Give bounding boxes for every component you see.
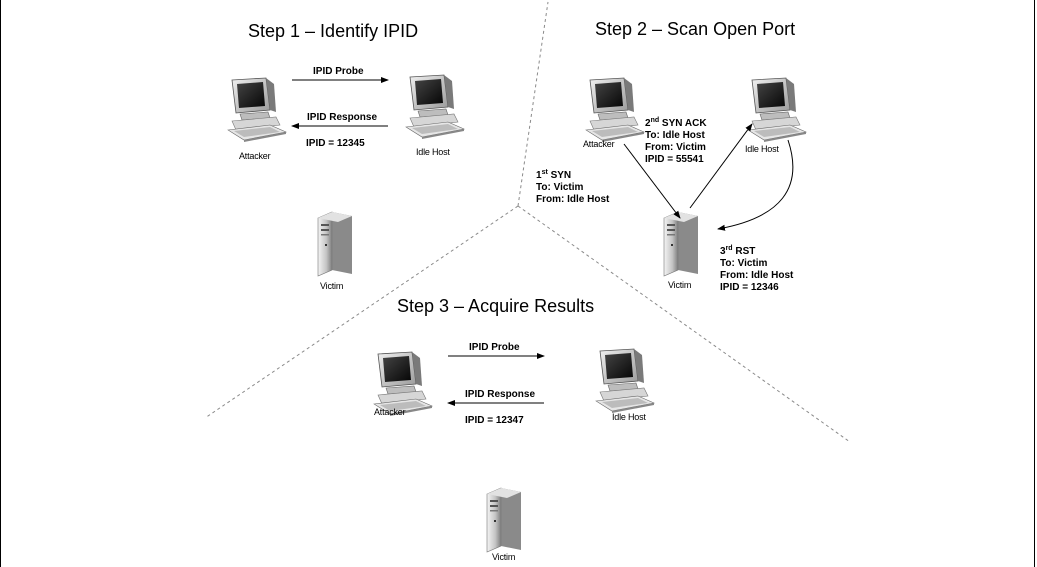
step2-attacker-label: Attacker: [583, 139, 615, 149]
attacker-workstation-icon: [585, 77, 645, 143]
step1-probe-label: IPID Probe: [313, 66, 364, 77]
rst-curved-arrow-icon: [717, 139, 794, 231]
divider-top: [517, 1, 549, 207]
syn-packet-label: 1st SYN To: Victim From: Idle Host: [536, 169, 610, 205]
step3-probe-label: IPID Probe: [469, 342, 520, 353]
idle-host-workstation-icon: [747, 77, 807, 143]
victim-server-icon: [486, 487, 522, 553]
rst-packet-label: 3rd RST To: Victim From: Idle Host IPID …: [720, 245, 794, 293]
step3-idle-host-label: Idle Host: [612, 412, 646, 422]
step3-victim-label: Victim: [492, 552, 516, 562]
idle-host-workstation-icon: [595, 348, 655, 414]
step2-idle-host-label: Idle Host: [745, 144, 779, 154]
synack-packet-label: 2nd SYN ACK To: Idle Host From: Victim I…: [645, 117, 707, 165]
step2-title: Step 2 – Scan Open Port: [595, 19, 796, 39]
step1-attacker-label: Attacker: [239, 151, 271, 161]
victim-server-icon: [663, 211, 699, 277]
idle-host-workstation-icon: [405, 74, 465, 140]
step3-response-label: IPID Response: [465, 389, 536, 400]
step2-victim-label: Victim: [668, 280, 692, 290]
victim-server-icon: [317, 211, 353, 277]
step3-ipid-value: IPID = 12347: [465, 415, 524, 426]
divider-right: [517, 205, 851, 443]
step1-idle-host-label: Idle Host: [416, 147, 450, 157]
section-divider-lines: [204, 1, 851, 443]
step1-response-label: IPID Response: [307, 112, 378, 123]
synack-arrow-icon: [689, 123, 753, 209]
step1-title: Step 1 – Identify IPID: [248, 21, 419, 41]
step1-ipid-value: IPID = 12345: [306, 138, 365, 149]
attacker-workstation-icon: [227, 77, 287, 143]
step3-title: Step 3 – Acquire Results: [397, 296, 595, 316]
step1-victim-label: Victim: [320, 281, 344, 291]
syn-arrow-icon: [623, 143, 681, 219]
step3-attacker-label: Attacker: [374, 407, 406, 417]
